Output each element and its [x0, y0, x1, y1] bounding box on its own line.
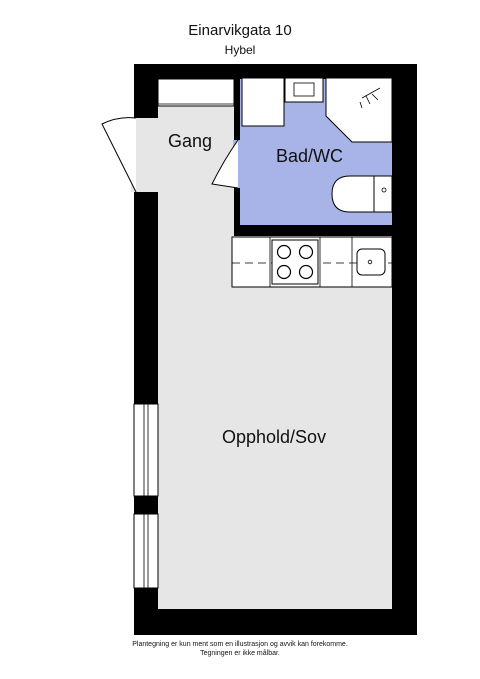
- window-lower: [133, 513, 159, 589]
- hallway-closet: [157, 78, 235, 107]
- shower: [325, 77, 393, 143]
- stove-burner-1: [276, 244, 292, 260]
- entrance-door-swing: [101, 117, 137, 193]
- stove-burner-4: [298, 264, 314, 280]
- bathroom-door-swing: [211, 139, 239, 189]
- kitchen-sink-drain: [367, 259, 373, 265]
- bathroom-sink-basin: [293, 82, 315, 97]
- room-label-bad: Bad/WC: [276, 146, 344, 166]
- stove-burner-3: [276, 264, 292, 280]
- room-label-opphold: Opphold/Sov: [222, 427, 327, 447]
- shower-head-icon: [359, 87, 381, 109]
- plan-title: Einarvikgata 10: [188, 22, 292, 39]
- room-label-gang: Gang: [168, 131, 213, 151]
- window-upper: [133, 403, 159, 497]
- plan-subtitle: Hybel: [224, 43, 256, 57]
- toilet-flush: [381, 187, 387, 193]
- toilet-tank: [373, 175, 393, 213]
- bathroom-cabinet: [241, 77, 285, 127]
- stove: [271, 239, 319, 285]
- stove-burner-2: [298, 244, 314, 260]
- disclaimer-line-1: Plantegning er kun ment som en illustras…: [132, 641, 348, 648]
- disclaimer-line-2: Tegningen er ikke målbar.: [200, 650, 280, 657]
